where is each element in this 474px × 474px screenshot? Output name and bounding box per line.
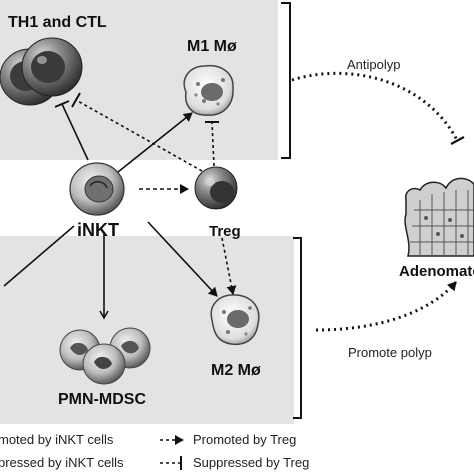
antipolyp-label: Antipolyp xyxy=(347,57,400,72)
adenoma-tissue-icon xyxy=(404,177,474,257)
th1-ctl-cells-icon xyxy=(0,37,83,106)
inkt-cell-icon xyxy=(69,162,125,216)
legend-suppressed-treg: Suppressed by Treg xyxy=(193,455,309,470)
legend-promoted-treg: Promoted by Treg xyxy=(193,432,296,447)
promote-polyp-curve xyxy=(315,281,458,332)
arrow-inkt-to-m1 xyxy=(117,112,193,173)
legend: moted by iNKT cells Promoted by Treg pre… xyxy=(0,432,309,470)
m2-label: M2 Mø xyxy=(211,362,261,379)
arrow-inkt-to-left-cell xyxy=(3,225,75,287)
adenoma-label: Adenomato xyxy=(399,263,474,280)
pmn-mdsc-label: PMN-MDSC xyxy=(58,391,146,408)
antipolyp-curve xyxy=(291,71,465,145)
m1-label: M1 Mø xyxy=(187,38,237,55)
bottom-bracket xyxy=(293,237,302,419)
suppress-treg-on-m1 xyxy=(205,121,219,167)
treg-label: Treg xyxy=(209,223,241,240)
suppress-inkt-on-th1 xyxy=(54,100,89,161)
m2-macrophage-icon xyxy=(210,294,260,346)
top-bracket xyxy=(281,2,291,159)
pmn-mdsc-cells-icon xyxy=(59,327,151,385)
treg-cell-icon xyxy=(194,166,238,210)
promote-polyp-label: Promote polyp xyxy=(348,345,432,360)
m1-macrophage-icon xyxy=(183,64,234,116)
suppress-treg-on-th1 xyxy=(71,92,203,172)
arrow-inkt-to-m2 xyxy=(147,221,218,297)
legend-suppressed-inkt: pressed by iNKT cells xyxy=(0,455,124,470)
th1-ctl-title: TH1 and CTL xyxy=(8,14,107,31)
legend-suppressed-treg-symbol xyxy=(160,456,182,470)
legend-promoted-inkt: moted by iNKT cells xyxy=(0,432,114,447)
inkt-label: iNKT xyxy=(77,220,119,240)
